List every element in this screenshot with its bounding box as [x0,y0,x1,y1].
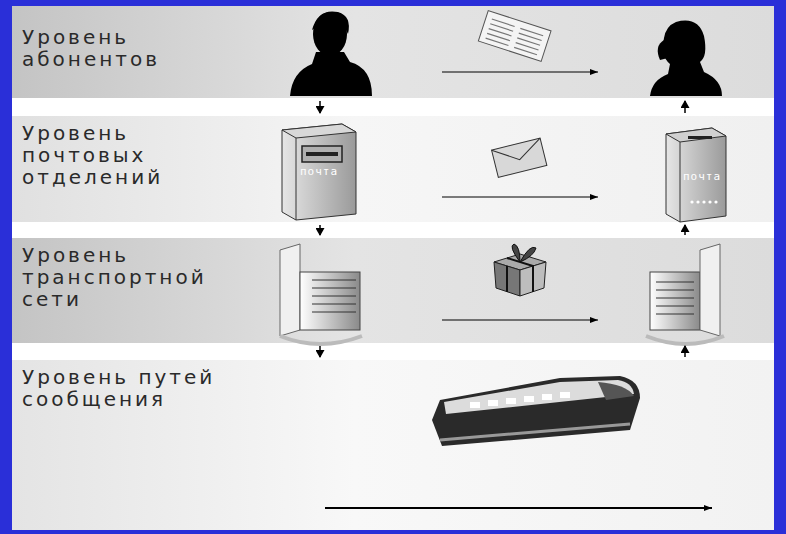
level-band: Уровень путей сообщения [12,360,774,530]
man-silhouette [290,11,372,96]
mailbox-left [282,124,356,220]
level-band: Уровень почтовых отделений [12,116,774,222]
building-right [646,244,724,344]
mailbox-label: почта [683,170,721,183]
flow-arrow [325,507,712,509]
level-band: Уровень абонентов [12,6,774,98]
level-arrow [319,225,321,235]
level-arrow [684,346,686,357]
flow-arrow [442,197,598,198]
flow-arrow [442,72,598,73]
building-left [280,244,362,344]
level-title: Уровень почтовых отделений [22,122,222,188]
level-arrow [319,346,321,357]
flow-arrow [442,320,598,321]
level-arrow [684,101,686,113]
mailbox-right [666,128,726,222]
level-arrow [684,225,686,235]
level-band: Уровень транспортной сети [12,238,774,343]
envelope [492,138,547,177]
letter-sheet [478,11,551,62]
level-title: Уровень транспортной сети [22,244,222,310]
train [432,376,640,446]
woman-silhouette [650,21,722,96]
level-arrow [319,101,321,113]
gift-box [494,244,546,296]
level-title: Уровень абонентов [22,26,222,70]
level-title: Уровень путей сообщения [22,366,222,410]
mailbox-label: почта [300,165,338,178]
